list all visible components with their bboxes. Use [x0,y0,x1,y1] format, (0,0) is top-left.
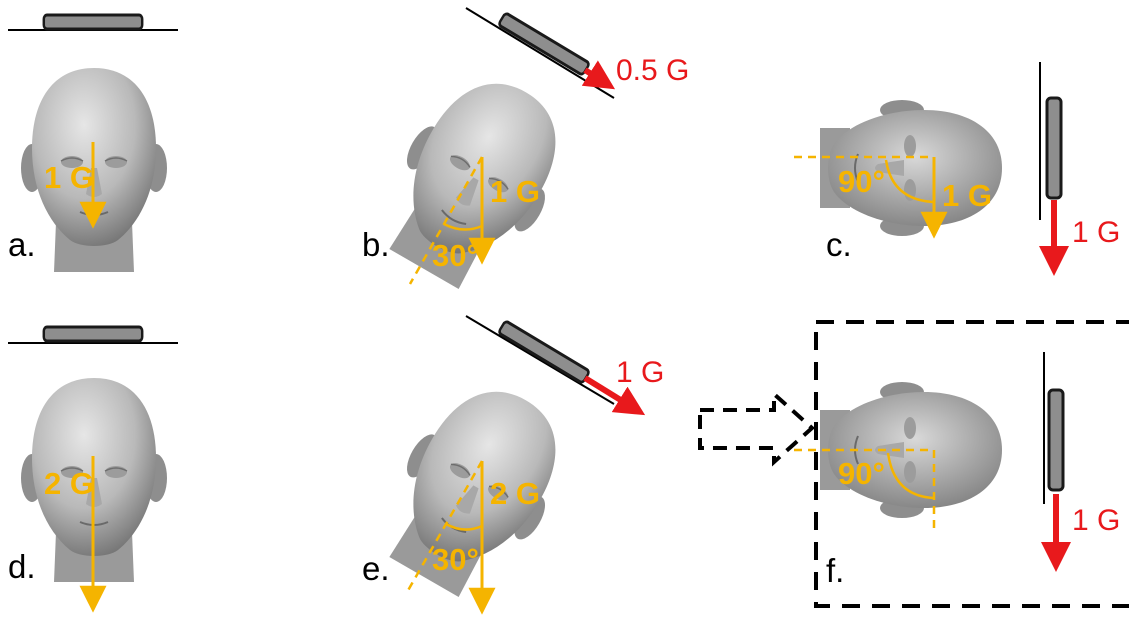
angle-label: 30° [432,238,479,273]
surface-line [465,315,615,405]
device-bar-icon [1045,96,1063,200]
gravity-label: 2 G [490,476,540,511]
angle-arc [443,222,483,231]
device-bar-icon [1047,388,1065,492]
device-gravity-arrow [583,375,646,416]
head-axis-line [408,156,484,285]
device-gravity-label: 1 G [1072,504,1120,537]
panel-label: e. [362,550,390,587]
panel-label: a. [8,226,36,263]
panel-c: 1 G 90° 1 G c. [794,62,1120,276]
gravity-label: 1 G [942,178,992,213]
device-gravity-arrow [581,60,616,90]
angle-arc [445,522,483,531]
panel-label: d. [8,548,36,585]
device-bar-icon [496,319,592,385]
angle-arc [886,452,935,500]
angle-label: 30° [432,542,479,577]
angle-label: 90° [838,456,885,491]
device-gravity-label: 0.5 G [616,54,689,87]
highlight-box [814,320,1129,608]
panel-label: b. [362,226,390,263]
panel-e: 1 G 2 G 30° e. [359,315,664,615]
panel-a: 1 G a. [8,13,178,273]
panel-label: f. [826,552,844,589]
device-bar-icon [496,11,592,77]
gravity-label: 1 G [490,174,540,209]
dashed-arrow-icon [698,389,815,467]
panel-label: c. [826,226,852,263]
device-gravity-label: 1 G [1072,216,1120,249]
panel-d: 2 G d. [8,325,178,613]
angle-arc [884,159,935,204]
device-bar-icon [42,325,144,343]
head-axis-line [404,460,484,595]
device-bar-icon [42,13,144,31]
panel-b: 0.5 G 1 G 30° b. [359,7,689,307]
gravity-label: 1 G [44,160,94,195]
panel-f: 1 G 90° f. [698,320,1129,608]
gravity-label: 2 G [44,466,94,501]
angle-label: 90° [838,164,885,199]
device-gravity-label: 1 G [616,356,664,389]
